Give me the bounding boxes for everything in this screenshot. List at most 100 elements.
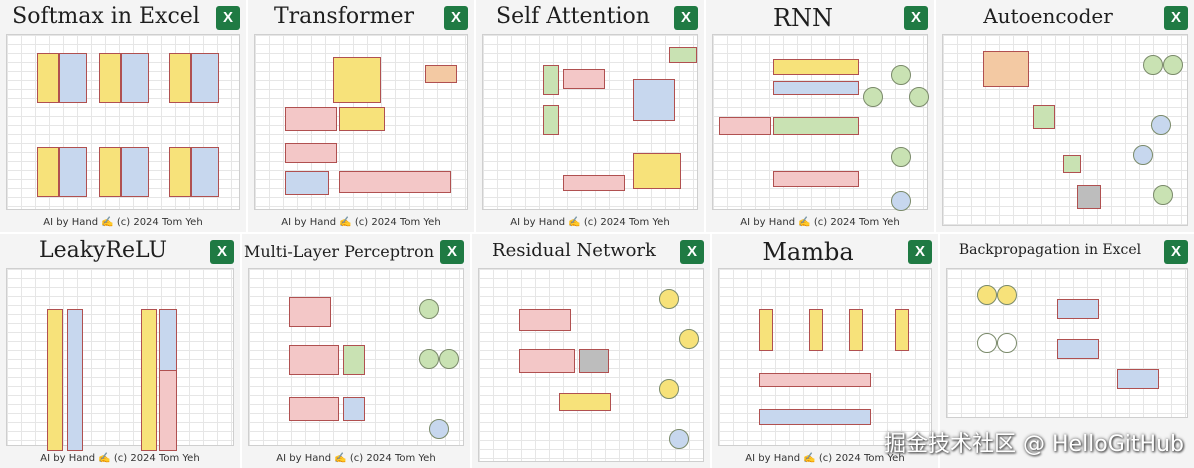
cell-block (1077, 185, 1101, 209)
tile-backprop[interactable]: Backpropagation in Excel X (940, 234, 1194, 468)
cell-block (339, 107, 385, 131)
cell-block (37, 147, 59, 197)
cell-block (285, 143, 337, 163)
spreadsheet-preview (718, 268, 932, 446)
network-node (863, 87, 883, 107)
cell-block (519, 309, 571, 331)
network-node (1151, 115, 1171, 135)
tile-title: Backpropagation in Excel (958, 242, 1142, 258)
network-node (1163, 55, 1183, 75)
tile-transformer[interactable]: Transformer X AI by Hand ✍️ (c) 2024 Tom… (248, 0, 474, 232)
tile-leakyrelu[interactable]: LeakyReLU X AI by Hand ✍️ (c) 2024 Tom Y… (0, 234, 240, 468)
network-node (997, 285, 1017, 305)
tile-title: LeakyReLU (38, 238, 168, 263)
network-node (1143, 55, 1163, 75)
cell-block (169, 53, 191, 103)
spreadsheet-preview (942, 34, 1188, 226)
cell-block (47, 309, 63, 451)
tile-title: Softmax in Excel (12, 4, 200, 29)
cell-block (121, 53, 149, 103)
tile-title: Residual Network (492, 240, 656, 261)
excel-icon: X (674, 6, 698, 30)
network-node (679, 329, 699, 349)
tile-rnn[interactable]: RNN X AI by Hand ✍️ (c) 2024 Tom Yeh (706, 0, 934, 232)
network-node (909, 87, 929, 107)
tile-autoencoder[interactable]: Autoencoder X (936, 0, 1194, 232)
cell-block (563, 175, 625, 191)
cell-block (773, 117, 859, 135)
tile-title: Mamba (762, 238, 854, 266)
cell-block (99, 53, 121, 103)
cell-block (67, 309, 83, 451)
cell-block (343, 397, 365, 421)
spreadsheet-preview (946, 268, 1188, 418)
tile-title: Autoencoder (983, 4, 1113, 28)
tile-title: Self Attention (496, 4, 650, 29)
cell-block (333, 57, 381, 103)
cell-block (343, 345, 365, 375)
tile-title: Transformer (273, 4, 415, 29)
tile-residual[interactable]: Residual Network X (472, 234, 710, 468)
cell-block (669, 47, 697, 63)
cell-block (633, 153, 681, 189)
excel-icon: X (904, 6, 928, 30)
spreadsheet-preview (6, 268, 234, 451)
tile-footer: AI by Hand ✍️ (c) 2024 Tom Yeh (740, 217, 900, 228)
network-node (419, 299, 439, 319)
cell-block (191, 53, 219, 103)
spreadsheet-preview (482, 34, 698, 210)
cell-block (559, 393, 611, 411)
network-node (659, 289, 679, 309)
cell-block (1117, 369, 1159, 389)
network-node (891, 191, 911, 211)
cell-block (633, 79, 675, 121)
cell-block (1057, 299, 1099, 319)
excel-icon: X (440, 240, 464, 264)
spreadsheet-preview (478, 268, 704, 462)
watermark: 掘金技术社区 @ HelloGitHub (884, 432, 1184, 457)
network-node (891, 65, 911, 85)
network-node (659, 379, 679, 399)
cell-block (425, 65, 457, 83)
cell-block (759, 373, 871, 387)
cell-block (773, 171, 859, 187)
cell-block (289, 345, 339, 375)
cell-block (159, 309, 177, 371)
tile-mamba[interactable]: Mamba X AI by Hand ✍️ (c) 2024 Tom Yeh (712, 234, 938, 468)
excel-icon: X (210, 240, 234, 264)
tile-title: Multi-Layer Perceptron (243, 242, 434, 261)
excel-icon: X (680, 240, 704, 264)
excel-icon: X (1164, 6, 1188, 30)
network-node (977, 285, 997, 305)
network-node (1153, 185, 1173, 205)
tile-mlp[interactable]: Multi-Layer Perceptron X AI by Hand ✍️ (… (242, 234, 470, 468)
cell-block (289, 397, 339, 421)
spreadsheet-preview (712, 34, 929, 211)
network-node (439, 349, 459, 369)
cell-block (759, 309, 773, 351)
tile-footer: AI by Hand ✍️ (c) 2024 Tom Yeh (276, 453, 436, 464)
cell-block (159, 369, 177, 451)
network-node (977, 333, 997, 353)
cell-block (339, 171, 451, 193)
cell-block (563, 69, 605, 89)
cell-block (773, 59, 859, 75)
cell-block (543, 65, 559, 95)
tile-footer: AI by Hand ✍️ (c) 2024 Tom Yeh (281, 217, 441, 228)
tile-self-attention[interactable]: Self Attention X AI by Hand ✍️ (c) 2024 … (476, 0, 704, 232)
excel-icon: X (1164, 240, 1188, 264)
cell-block (191, 147, 219, 197)
tile-footer: AI by Hand ✍️ (c) 2024 Tom Yeh (745, 453, 905, 464)
network-node (419, 349, 439, 369)
tile-title: RNN (772, 4, 834, 32)
cell-block (519, 349, 575, 373)
tile-footer: AI by Hand ✍️ (c) 2024 Tom Yeh (43, 217, 203, 228)
excel-icon: X (908, 240, 932, 264)
cell-block (759, 409, 871, 425)
cell-block (719, 117, 771, 135)
cell-block (141, 309, 157, 451)
spreadsheet-preview (248, 268, 464, 446)
cell-block (169, 147, 191, 197)
spreadsheet-preview (254, 34, 468, 210)
tile-softmax[interactable]: Softmax in Excel X AI by Hand ✍️ (c) 202… (0, 0, 246, 232)
